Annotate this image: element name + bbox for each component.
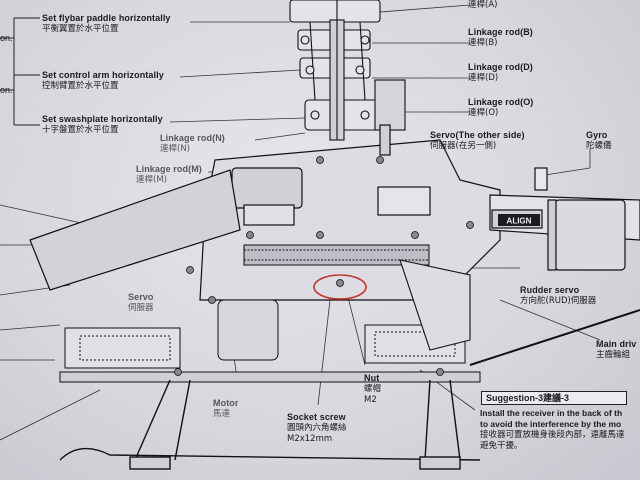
label-linkage-o: Linkage rod(O) 連桿(O) [468,97,534,118]
label-linkage-b: Linkage rod(B) 連桿(B) [468,27,533,48]
label-linkage-m: Linkage rod(M) 連桿(M) [136,164,202,185]
left-bracket [0,17,40,126]
main-gear [243,244,430,266]
label-control-arm: Set control arm horizontally 控制臂置於水平位置 [42,70,164,91]
label-swashplate: Set swashplate horizontally 十字盤置於水平位置 [42,114,163,135]
label-linkage-a: 連桿(A) [468,0,498,10]
label-gyro: Gyro 陀螺儀 [586,130,612,151]
label-linkage-n: Linkage rod(N) 連桿(N) [160,133,225,154]
suggestion-text: Install the receiver in the back of th t… [480,408,625,451]
rear-support [399,259,640,366]
screw-highlight-circle [313,274,367,300]
label-linkage-d: Linkage rod(D) 連桿(D) [468,62,533,83]
align-logo-box [498,214,540,226]
align-logo: ALIGN [507,217,532,226]
cut-left-1: on. [0,33,13,43]
suggestion-title: Suggestion-3建議-3 [481,391,627,405]
label-servo: Servo 伺服器 [128,292,154,313]
label-flybar-paddle: Set flybar paddle horizontally 平衡翼置於水平位置 [42,13,171,34]
label-motor: Motor 馬達 [213,398,239,419]
label-nut: Nut 螺帽 M2 [364,373,382,405]
trays [59,299,481,383]
label-socket-screw: Socket screw 圓頭內六角螺絲 M2x12mm [287,412,347,444]
label-servo-other-side: Servo(The other side) 伺服器(在另一側) [430,130,525,151]
cut-left-2: on. [0,85,13,95]
label-rudder-servo: Rudder servo 方向舵(RUD)伺服器 [520,285,597,306]
screws [174,156,474,376]
label-main-drive: Main driv 主齒輪組 [596,339,637,360]
landing-gear [59,379,481,470]
front-plate [29,169,241,291]
rotor-head [289,0,406,141]
